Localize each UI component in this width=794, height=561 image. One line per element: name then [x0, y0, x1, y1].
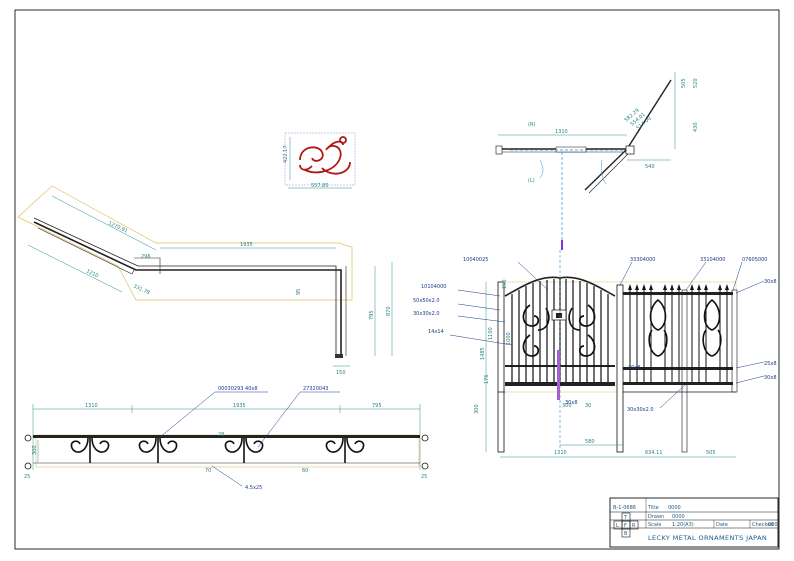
spear-tops [628, 284, 729, 290]
tb-date-label: Date [716, 522, 728, 528]
tb-drawing-no: B-1-0686 [613, 505, 636, 511]
tb-letter-l: L [616, 523, 619, 529]
top-label-b: (L) [528, 178, 535, 184]
tb-company: LECKY METAL ORNAMENTS JAPAN [648, 534, 767, 542]
ornament-width-label: 557.85 [311, 183, 329, 189]
top-right-b: 520 [693, 78, 699, 88]
tb-letter-b: B [624, 531, 628, 537]
fence-scroll-ornaments [648, 298, 722, 357]
tb-checked-value: 000 [768, 522, 778, 528]
tb-letter-t: T [623, 515, 628, 521]
perspective-diag-c: 331.78 [132, 283, 150, 296]
gate-dim-total-h: 1485 [480, 347, 486, 360]
front-dim-mid: 1935 [233, 403, 246, 409]
top-right-c: 430 [693, 122, 699, 132]
gate-label-rail-code: 33104000 [700, 257, 725, 263]
tb-letter-r: R [632, 523, 636, 529]
label-top-bar: 00030293 40x8 [218, 386, 258, 392]
gate-label-bar-b: 25x8 [764, 361, 777, 367]
front-dim-post: 28 [218, 432, 224, 438]
front-dim-height: 300 [32, 445, 38, 455]
perspective-diag-a: 1270.91 [107, 220, 128, 234]
front-view: 1310 1935 795 300 28 25 [24, 386, 429, 491]
tb-drawn-label: Drawn [648, 514, 664, 520]
perspective-horiz: 1935 [240, 242, 253, 248]
gate-dim-h-b: 1000 [506, 332, 512, 345]
gate-label-top-left: 10040025 [463, 257, 488, 263]
gate-label-mid-bar: 30x8 [628, 365, 641, 371]
tb-scale-label: Scale [648, 522, 661, 528]
front-dim-right: 795 [372, 403, 382, 409]
gate-dim-h-f: 30 [585, 403, 591, 409]
top-label-a: (R) [528, 122, 535, 128]
front-dim-small-a: 70 [205, 468, 211, 474]
ornament-scroll-icon [299, 136, 351, 175]
gate-label-size-c: 14x14 [428, 329, 444, 335]
gate-label-size-b: 30x30x2.0 [413, 311, 440, 317]
perspective-vert-a: 795 [369, 310, 375, 320]
projection-cross-icon: T L F R B [613, 512, 639, 538]
gate-label-bar-a: 30x8 [764, 279, 777, 285]
perspective-view: 1270.91 1210 331.78 296 1935 795 870 95 … [17, 185, 393, 376]
gate-label-post-code: 33304000 [630, 257, 655, 263]
top-span: 1310 [555, 129, 568, 135]
front-scroll-pairs [70, 437, 365, 463]
front-dim-br: 25 [421, 474, 427, 480]
gate-dim-w-fence: 634.11 [645, 450, 663, 456]
perspective-base: 150 [336, 370, 346, 376]
front-dim-small-b: 60 [302, 468, 308, 474]
gate-post-mid [616, 284, 624, 453]
tb-scale-text: 1:20(A3) [672, 522, 694, 528]
gate-dim-h-d: 176 [484, 374, 490, 384]
gate-dim-top: 150 [502, 279, 508, 289]
ornament-height-label: 422.17 [283, 146, 289, 164]
gate-label-bottom-bar: 30x8 [565, 400, 578, 406]
front-top-bar [33, 435, 420, 438]
gate-label-code-a: 10104000 [421, 284, 446, 290]
label-scroll-code: 27320043 [303, 386, 328, 392]
gate-dim-h-c: 300 [474, 404, 480, 414]
top-view: 1310 (R) (L) 582.29 554.01 514.00 505 52… [495, 72, 699, 250]
gate-label-bar-c: 30x8 [764, 375, 777, 381]
gate-dim-w-total: 1310 [554, 450, 567, 456]
gate-elevation: 1485 1100 1000 300 176 150 1310 580 634.… [413, 250, 777, 458]
gate-dim-w-end: 505 [706, 450, 716, 456]
tb-checked-label: Checked [752, 522, 773, 528]
label-flat-bar: 4.5x25 [245, 485, 262, 491]
gate-dim-w-gate: 580 [585, 439, 595, 445]
front-dim-bl: 25 [24, 474, 30, 480]
gate-post-left [497, 281, 505, 453]
gate-dim-h-e: 300 [562, 403, 572, 409]
perspective-small: 95 [296, 289, 302, 295]
gate-label-spear-code: 07605000 [742, 257, 767, 263]
gate-scroll-ornaments [522, 304, 596, 357]
title-block: B-1-0686 Title 0000 Drawn 0000 Scale 1:2… [609, 497, 779, 548]
tb-letter-f: F [624, 523, 627, 529]
perspective-diag-b: 1210 [85, 268, 99, 279]
gate-bars [511, 279, 609, 382]
gate-dim-h-a: 1100 [488, 327, 494, 340]
perspective-seg: 296 [141, 254, 151, 260]
post-base [335, 354, 343, 358]
tb-title-label: Title [647, 505, 659, 511]
ornament-detail: 422.17 557.85 [283, 132, 356, 189]
top-right-a: 505 [681, 78, 687, 88]
tb-drawn-value: 0000 [672, 514, 685, 520]
gate-label-size-a: 50x50x2.0 [413, 298, 440, 304]
gate-post-right [681, 289, 688, 453]
gate-label-post-size: 30x30x2.0 [627, 407, 654, 413]
sheet-border [14, 9, 780, 550]
perspective-vert-b: 870 [386, 306, 392, 316]
front-dim-left: 1310 [85, 403, 98, 409]
tb-title-value: 0000 [668, 505, 681, 511]
top-bottom: 540 [645, 164, 655, 170]
